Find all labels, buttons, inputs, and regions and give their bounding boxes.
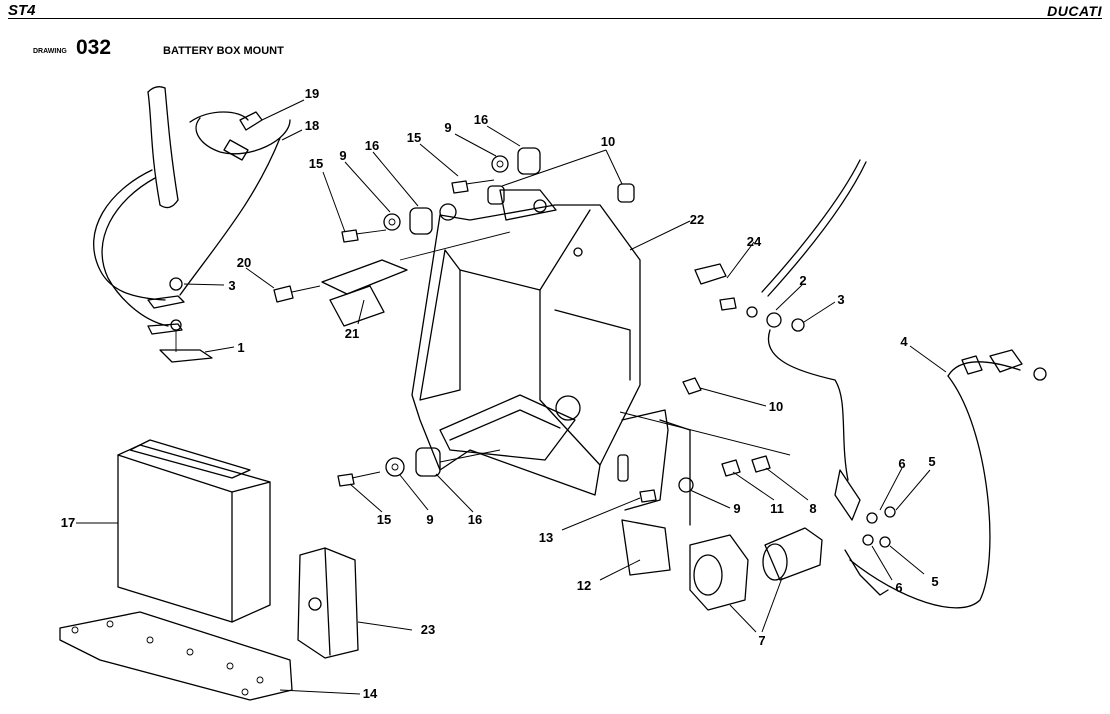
callout-21: 21 bbox=[345, 326, 359, 341]
callout-16: 16 bbox=[468, 512, 482, 527]
callout-3: 3 bbox=[837, 292, 844, 307]
callout-19: 19 bbox=[305, 86, 319, 101]
battery bbox=[117, 439, 271, 623]
solenoid-assembly bbox=[621, 377, 823, 611]
callout-7: 7 bbox=[758, 633, 765, 648]
callout-6: 6 bbox=[895, 580, 902, 595]
callout-10: 10 bbox=[769, 399, 783, 414]
drawing-number: 032 bbox=[76, 36, 112, 59]
callout-14: 14 bbox=[363, 686, 378, 701]
callout-11: 11 bbox=[770, 501, 784, 516]
starter-cables bbox=[694, 159, 1047, 609]
callout-numbers: 19 18 15 9 16 15 9 16 10 22 24 2 3 20 3 … bbox=[61, 86, 939, 701]
drawing-label: DRAWING bbox=[33, 48, 67, 55]
terminal-bracket bbox=[147, 277, 213, 363]
side-bracket bbox=[273, 231, 511, 327]
callout-15: 15 bbox=[407, 130, 421, 145]
callout-15: 15 bbox=[377, 512, 391, 527]
battery-box-frame bbox=[411, 189, 641, 496]
callout-9: 9 bbox=[339, 148, 346, 163]
callout-9: 9 bbox=[444, 120, 451, 135]
callout-9: 9 bbox=[733, 501, 740, 516]
callout-18: 18 bbox=[305, 118, 319, 133]
battery-rubber-pad bbox=[297, 547, 359, 659]
callout-15: 15 bbox=[309, 156, 323, 171]
top-mount-hardware bbox=[341, 147, 635, 243]
callout-10: 10 bbox=[601, 134, 615, 149]
callout-23: 23 bbox=[421, 622, 435, 637]
callout-17: 17 bbox=[61, 515, 75, 530]
callout-12: 12 bbox=[577, 578, 591, 593]
callout-2: 2 bbox=[799, 273, 806, 288]
header-divider bbox=[8, 18, 1102, 19]
callout-4: 4 bbox=[900, 334, 908, 349]
callout-1: 1 bbox=[237, 340, 244, 355]
callout-20: 20 bbox=[237, 255, 251, 270]
callout-13: 13 bbox=[539, 530, 553, 545]
lower-mount-hardware bbox=[337, 447, 501, 487]
brand-logo: DUCATI bbox=[1047, 3, 1102, 19]
leader-lines bbox=[76, 99, 947, 695]
callout-5: 5 bbox=[928, 454, 935, 469]
callout-16: 16 bbox=[365, 138, 379, 153]
callout-5: 5 bbox=[931, 574, 938, 589]
callout-24: 24 bbox=[747, 234, 762, 249]
battery-cable-assembly bbox=[93, 86, 291, 327]
callout-3: 3 bbox=[228, 278, 235, 293]
model-name: ST4 bbox=[8, 2, 36, 19]
callout-8: 8 bbox=[809, 501, 816, 516]
battery-tray-plate bbox=[59, 611, 293, 701]
callout-16: 16 bbox=[474, 112, 488, 127]
callout-6: 6 bbox=[898, 456, 905, 471]
callout-9: 9 bbox=[426, 512, 433, 527]
drawing-title: BATTERY BOX MOUNT bbox=[163, 45, 284, 57]
callout-22: 22 bbox=[690, 212, 704, 227]
